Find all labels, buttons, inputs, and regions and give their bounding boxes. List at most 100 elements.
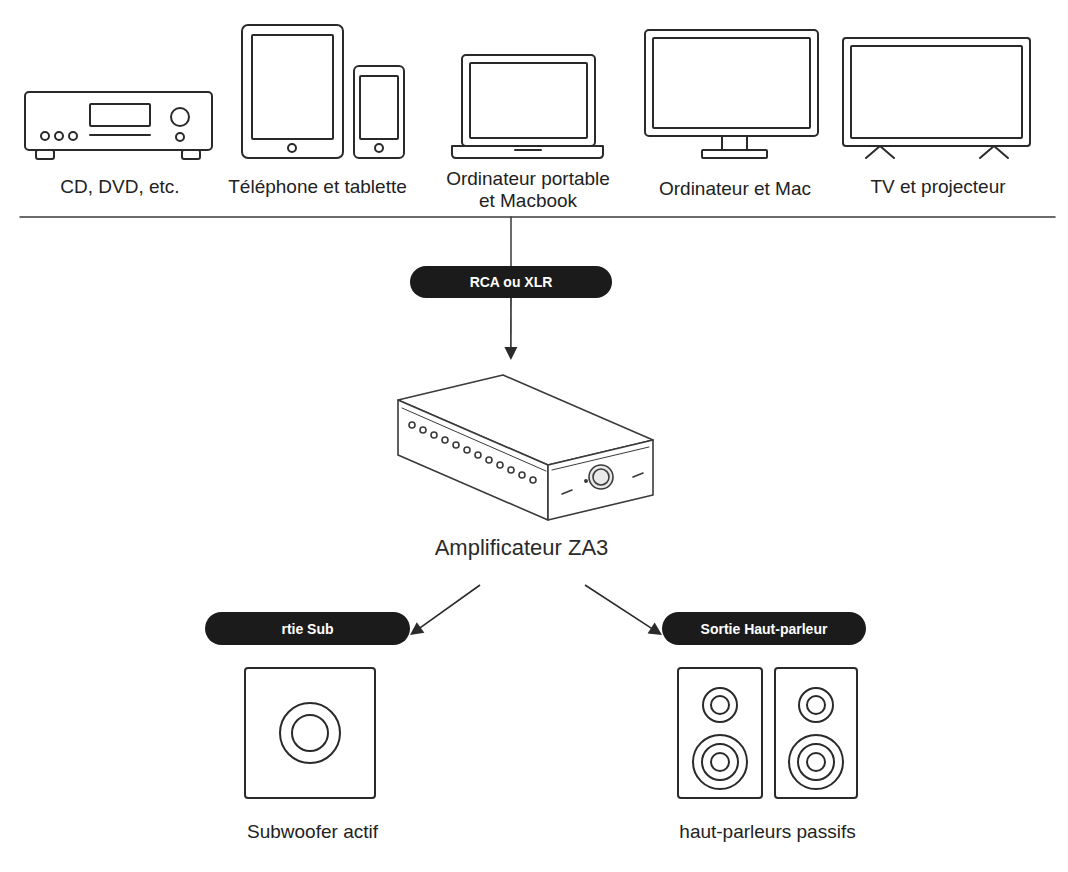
connector-arrow — [585, 585, 662, 635]
tv-icon-part — [843, 38, 1030, 146]
node-label: Ordinateur et Mac — [659, 178, 811, 200]
cd-player-icon — [25, 92, 212, 159]
signal-line — [510, 217, 512, 266]
cd-player-icon-part — [41, 132, 49, 140]
passive-speakers-icon-part — [789, 735, 843, 789]
node-label: haut-parleurs passifs — [679, 821, 855, 843]
subwoofer-icon-part — [245, 668, 375, 798]
arrow-head — [410, 622, 424, 635]
amplifier-illustration-part — [633, 473, 643, 477]
node-label: Téléphone et tablette — [228, 176, 407, 198]
cd-player-icon-part — [25, 92, 212, 150]
amplifier-illustration-part — [420, 427, 426, 433]
subwoofer-icon — [245, 668, 375, 798]
cd-player-icon-part — [69, 132, 77, 140]
amplifier-illustration-part — [497, 462, 503, 468]
tablet-icon — [242, 25, 343, 158]
laptop-icon-part — [452, 146, 603, 158]
amplifier-illustration-part — [431, 432, 437, 438]
cd-player-icon-part — [36, 150, 54, 159]
output-pill: rtie Sub — [205, 612, 410, 645]
passive-speakers-icon-part — [678, 668, 762, 798]
passive-speakers-icon-part — [807, 753, 825, 771]
monitor-icon-part — [722, 136, 747, 150]
cd-player-icon-part — [176, 133, 184, 141]
connector-line — [419, 585, 480, 629]
passive-speakers-icon-part — [775, 668, 857, 798]
amplifier-illustration-part — [486, 457, 492, 463]
node-label: Amplificateur ZA3 — [435, 535, 609, 561]
arrow-head — [504, 347, 517, 360]
pill-label: RCA ou XLR — [470, 274, 553, 290]
amplifier-illustration-part — [409, 422, 415, 428]
subwoofer-icon-part — [292, 715, 328, 751]
passive-speakers-icon-part — [703, 688, 737, 722]
tablet-icon-part — [242, 25, 343, 158]
pill-label: rtie Sub — [281, 621, 333, 637]
cd-player-icon-part — [55, 132, 63, 140]
laptop-icon-part — [470, 63, 587, 138]
phone-icon-part — [360, 76, 398, 139]
amplifier-node: Amplificateur ZA3 — [395, 360, 648, 585]
cd-player-icon-part — [90, 104, 150, 126]
monitor-icon — [645, 30, 818, 158]
amplifier-illustration-part — [548, 440, 653, 520]
output-pill: Sortie Haut-parleur — [662, 612, 866, 645]
passive-speakers-icon-part — [711, 696, 729, 714]
separator-line — [20, 216, 1055, 218]
cd-player-icon-part — [171, 108, 189, 126]
amplifier-illustration-part — [519, 472, 525, 478]
phone-icon-part — [354, 66, 404, 158]
passive-speakers-icon-part — [711, 753, 729, 771]
connection-pill: RCA ou XLR — [410, 266, 612, 298]
phone-icon — [354, 66, 404, 158]
tablet-icon-part — [252, 35, 333, 139]
device-node: Ordinateur et Mac — [640, 27, 830, 200]
laptop-icon-part — [462, 55, 595, 146]
amplifier-illustration-part — [442, 437, 448, 443]
node-label: CD, DVD, etc. — [60, 176, 179, 198]
node-label: TV et projecteur — [870, 176, 1005, 198]
connector-arrow — [504, 298, 517, 360]
amplifier-illustration-part — [530, 477, 536, 483]
laptop-icon-part — [515, 149, 541, 151]
passive-speakers-icon-part — [693, 735, 747, 789]
tv-icon-part — [866, 146, 894, 158]
amplifier-illustration-part — [589, 465, 613, 489]
pill-label: Sortie Haut-parleur — [701, 621, 828, 637]
amplifier-illustration — [398, 375, 653, 520]
passive-speakers-icon — [678, 668, 857, 798]
laptop-icon — [452, 55, 603, 158]
connector-line — [510, 298, 512, 349]
passive-speakers-icon-part — [807, 696, 825, 714]
amplifier-illustration-part — [475, 452, 481, 458]
speaker-node: Subwoofer actif — [240, 665, 385, 843]
amplifier-illustration-part — [508, 467, 514, 473]
arrow-head — [648, 623, 662, 636]
amplifier-illustration-part — [562, 490, 572, 494]
amplifier-illustration-part — [402, 408, 546, 471]
passive-speakers-icon-part — [798, 744, 834, 780]
passive-speakers-icon-part — [702, 744, 738, 780]
subwoofer-icon-part — [280, 703, 340, 763]
tv-icon-part — [980, 146, 1008, 158]
tv-icon — [843, 38, 1030, 158]
tv-icon-part — [851, 46, 1022, 138]
monitor-icon-part — [653, 38, 810, 128]
device-node: Téléphone et tablette — [205, 22, 430, 198]
device-node: CD, DVD, etc. — [20, 88, 220, 198]
tablet-icon-part — [288, 144, 296, 152]
amplifier-illustration-part — [464, 447, 470, 453]
amplifier-illustration-part — [398, 400, 548, 520]
monitor-icon-part — [702, 150, 767, 158]
amplifier-illustration-part — [453, 442, 459, 448]
connector-arrow — [410, 585, 480, 635]
cd-player-icon-part — [90, 134, 150, 136]
device-node: Ordinateur portable et Macbook — [430, 52, 626, 212]
amplifier-illustration-part — [585, 480, 587, 482]
phone-icon-part — [375, 144, 383, 152]
speaker-node: haut-parleurs passifs — [670, 665, 865, 843]
